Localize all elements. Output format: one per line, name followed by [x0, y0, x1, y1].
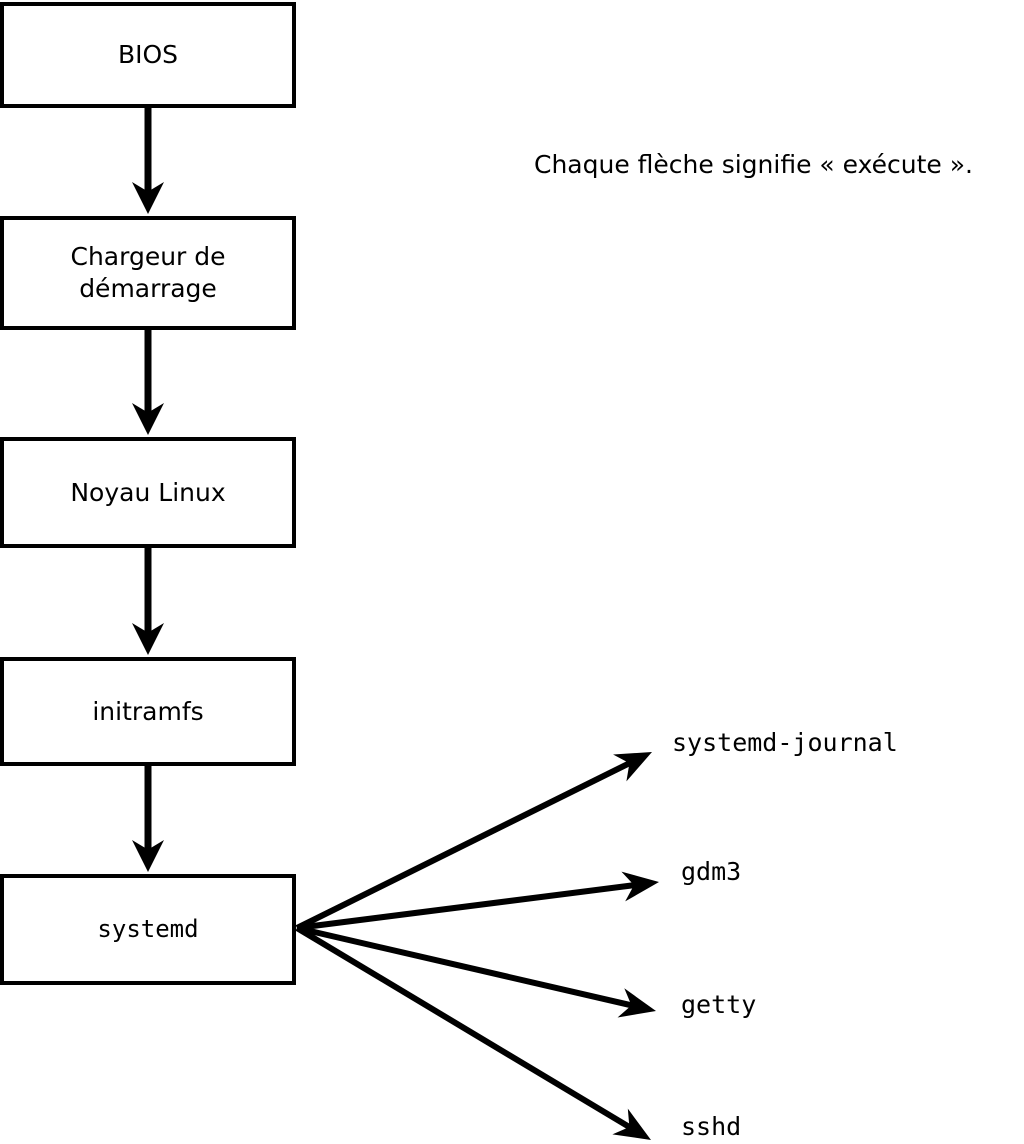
- service-label-gdm3: gdm3: [681, 857, 742, 886]
- arrow-systemd-to-systemd-journal: [295, 752, 652, 931]
- arrow-initramfs-to-systemd: [132, 766, 164, 872]
- arrow-systemd-to-gdm3: [296, 871, 659, 931]
- process-box-kernel: Noyau Linux: [0, 437, 296, 548]
- process-box-label-kernel: Noyau Linux: [70, 477, 226, 507]
- arrow-bootloader-to-kernel: [132, 330, 164, 435]
- service-label-getty: getty: [681, 990, 757, 1019]
- fan-arrow-group: [295, 752, 659, 1140]
- arrow-systemd-to-getty: [296, 925, 656, 1018]
- process-box-bootloader: Chargeur de démarrage: [0, 216, 296, 330]
- service-label-systemd-journal: systemd-journal: [672, 728, 898, 757]
- process-box-label-bootloader: Chargeur de démarrage: [70, 242, 226, 303]
- service-label-sshd: sshd: [681, 1112, 742, 1141]
- vertical-arrow-group: [132, 108, 164, 872]
- process-box-initramfs: initramfs: [0, 657, 296, 766]
- process-box-label-bios: BIOS: [117, 40, 179, 69]
- process-box-systemd: systemd: [0, 874, 296, 985]
- arrow-systemd-to-sshd: [295, 925, 651, 1140]
- diagram-caption: Chaque flèche signifie « exécute ».: [534, 150, 973, 179]
- process-box-bios: BIOS: [0, 2, 296, 108]
- arrow-bios-to-bootloader: [132, 108, 164, 214]
- process-box-label-systemd: systemd: [97, 915, 199, 944]
- arrow-kernel-to-initramfs: [132, 548, 164, 655]
- process-box-label-initramfs: initramfs: [92, 696, 204, 726]
